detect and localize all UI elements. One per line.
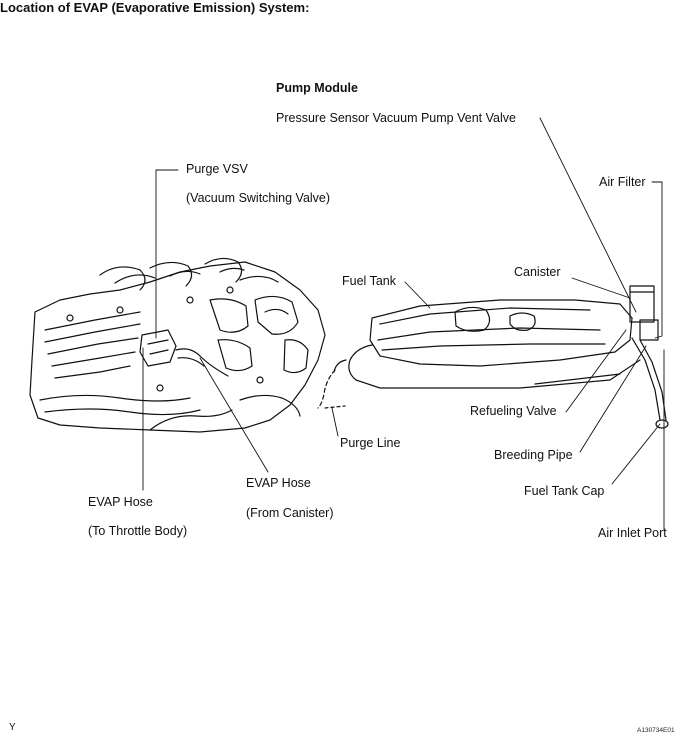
evap-hose-throttle-sub-label: (To Throttle Body) <box>88 524 188 538</box>
breeding-pipe-label: Breeding Pipe <box>494 448 573 462</box>
air-filter-label: Air Filter <box>599 175 646 189</box>
fuel-tank-cap-label: Fuel Tank Cap <box>524 484 605 498</box>
evap-hose-throttle-label: EVAP Hose <box>88 495 153 509</box>
footer-left-mark: Y <box>9 722 16 733</box>
figure-id: A130734E01 <box>637 727 675 734</box>
canister-label: Canister <box>514 265 561 279</box>
evap-hose-canister-label: EVAP Hose <box>246 476 311 490</box>
air-inlet-port-label: Air Inlet Port <box>598 526 667 540</box>
pump-module-components-label: Pressure Sensor Vacuum Pump Vent Valve <box>276 111 516 125</box>
purge-line-label: Purge Line <box>340 436 401 450</box>
page-title: Location of EVAP (Evaporative Emission) … <box>0 0 310 15</box>
leader-lines <box>142 117 665 531</box>
purge-vsv-sub-label: (Vacuum Switching Valve) <box>186 191 331 205</box>
pump-module-heading: Pump Module <box>276 81 358 95</box>
evap-hose-canister-sub-label: (From Canister) <box>246 506 334 520</box>
engine-illustration <box>29 257 346 433</box>
fuel-tank-illustration <box>317 285 669 429</box>
fuel-tank-label: Fuel Tank <box>342 274 396 288</box>
refueling-valve-label: Refueling Valve <box>470 404 557 418</box>
purge-vsv-label: Purge VSV <box>186 162 248 176</box>
